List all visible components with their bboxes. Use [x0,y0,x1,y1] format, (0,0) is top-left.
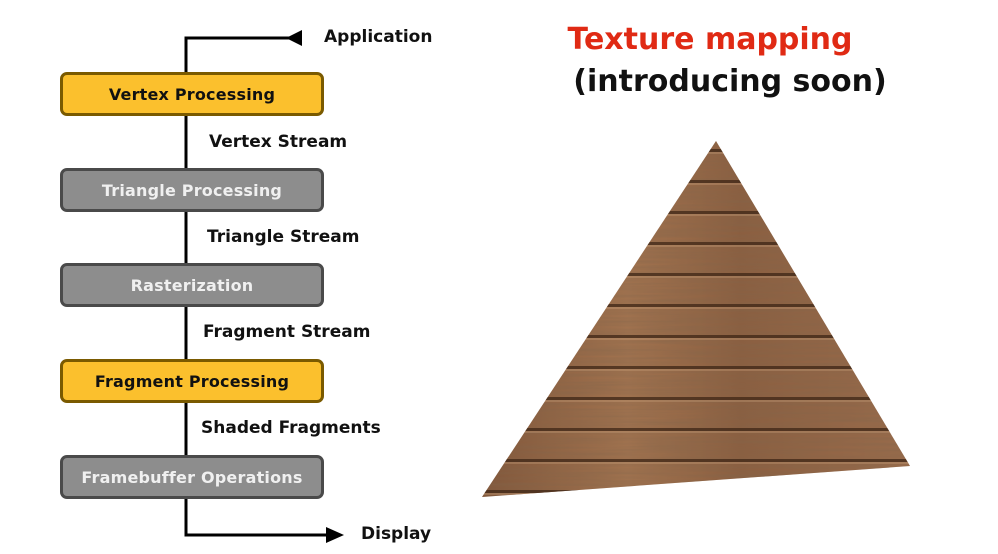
stage-label: Fragment Processing [94,371,290,391]
plank-seam [482,242,910,245]
stream-label-shaded: Shaded Fragments [201,418,381,438]
application-label: Application [324,27,433,47]
plank-highlight [482,183,910,185]
plank-highlight [482,338,910,340]
plank-highlight [482,493,910,495]
stage-triangle-processing: Triangle Processing [60,168,324,212]
stage-framebuffer-operations: Framebuffer Operations [60,455,324,499]
textured-triangle [482,141,910,497]
plank-seam [482,397,910,400]
plank-highlight [482,307,910,309]
plank-seam [482,335,910,338]
plank-highlight [482,152,910,154]
display-label: Display [361,524,432,544]
plank-seam [482,428,910,431]
plank-highlight [482,462,910,464]
stage-vertex-processing: Vertex Processing [60,72,324,116]
plank-highlight [482,431,910,433]
plank-seam [482,490,910,493]
plank-seams [482,149,910,495]
plank-highlight [482,245,910,247]
stage-fragment-processing: Fragment Processing [60,359,324,403]
stream-label-vertex: Vertex Stream [209,132,348,152]
stage-label: Framebuffer Operations [81,467,303,487]
stream-label-fragment: Fragment Stream [203,322,371,342]
introducing-soon-subtitle: (introducing soon) [573,64,887,99]
stage-label: Triangle Processing [101,180,283,200]
plank-seam [482,180,910,183]
plank-seam [482,459,910,462]
plank-highlight [482,214,910,216]
bar-arrowhead-icon [286,30,302,46]
plank-seam [482,273,910,276]
stream-label-triangle: Triangle Stream [207,227,360,247]
stage-rasterization: Rasterization [60,263,324,307]
plank-highlight [482,369,910,371]
plank-seam [482,366,910,369]
plank-seam [482,304,910,307]
arrow-right-icon [326,527,344,543]
plank-seam [482,149,910,152]
texture-mapping-title: Texture mapping [567,22,853,57]
plank-seam [482,211,910,214]
plank-highlight [482,276,910,278]
stage-label: Vertex Processing [108,84,276,104]
plank-highlight [482,400,910,402]
stage-label: Rasterization [130,275,254,295]
